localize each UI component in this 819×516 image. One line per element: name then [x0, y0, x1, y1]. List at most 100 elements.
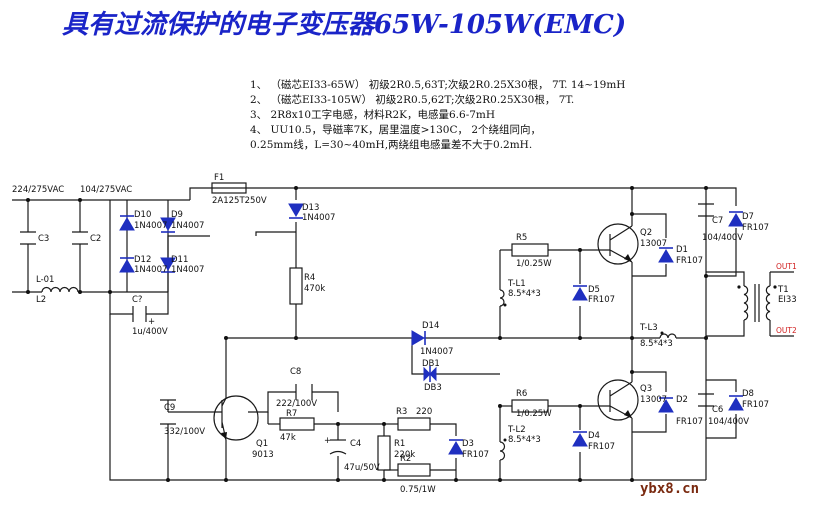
- label-d8: D8: [742, 389, 754, 399]
- label-d7: D7: [742, 212, 754, 222]
- label-l2: L2: [36, 295, 46, 305]
- capacitor-c7: [698, 203, 714, 217]
- label-db1: DB1: [422, 359, 440, 369]
- transformer-t1: [737, 284, 777, 322]
- label-plus-bulk: +: [148, 317, 155, 327]
- label-d3-value: FR107: [462, 450, 489, 460]
- label-r6-value: 1/0.25W: [516, 409, 552, 419]
- diode-d13: [288, 203, 304, 219]
- label-r3-value: 220: [416, 407, 432, 417]
- diode-d1: [658, 247, 674, 263]
- label-d12: D12: [134, 255, 151, 265]
- label-f1-value: 2A125T250V: [212, 196, 267, 206]
- label-c2: C2: [90, 234, 101, 244]
- label-c9-value: 332/100V: [164, 427, 205, 437]
- label-r7: R7: [286, 409, 297, 419]
- capacitor-c2: [72, 231, 88, 245]
- label-t1-value: EI33: [778, 295, 797, 305]
- label-d11-value: 1N4007: [171, 265, 204, 275]
- diode-d2: [658, 397, 674, 413]
- diode-d7: [728, 211, 744, 227]
- label-tl1-value: 8.5*4*3: [508, 289, 541, 299]
- capacitor-c4: [329, 439, 347, 455]
- label-d1-value: FR107: [676, 256, 703, 266]
- label-r3: R3: [396, 407, 407, 417]
- label-r5-value: 1/0.25W: [516, 259, 552, 269]
- label-c9: C9: [164, 403, 175, 413]
- label-d14-value: 1N4007: [420, 347, 453, 357]
- label-q1-value: 9013: [252, 450, 274, 460]
- label-t1: T1: [777, 285, 789, 295]
- wiring: [12, 187, 794, 481]
- watermark: ybx8.cn: [640, 481, 700, 497]
- note-line: 1、 （磁芯EI33-65W） 初级2R0.5,63T;次级2R0.25X30根…: [250, 79, 626, 91]
- label-r2-value: 0.75/1W: [400, 485, 436, 495]
- label-l01: L-01: [36, 275, 54, 285]
- output-2: OUT2: [776, 326, 797, 335]
- label-c3: C3: [38, 234, 49, 244]
- diode-d14: [411, 330, 426, 346]
- label-r1-value: 220k: [394, 450, 415, 460]
- label-c6: C6: [712, 405, 723, 415]
- note-line: 3、 2R8x10工字电感，材料R2K，电感量6.6-7mH: [250, 109, 496, 121]
- label-f1: F1: [214, 173, 224, 183]
- transistor-q2: [597, 223, 639, 265]
- diode-d5: [572, 285, 588, 301]
- label-d2-value: FR107: [676, 417, 703, 427]
- diode-d4: [572, 431, 588, 447]
- label-r1: R1: [394, 439, 405, 449]
- label-c7: C7: [712, 216, 723, 226]
- label-d10-value: 1N4007: [134, 221, 167, 231]
- label-d13-value: 1N4007: [302, 213, 335, 223]
- resistor-r7: [279, 417, 315, 431]
- capacitor-c6: [698, 393, 714, 407]
- diac-db1: [423, 366, 437, 382]
- label-c-bulk-value: 1u/400V: [132, 327, 168, 337]
- input-voltage-1: 224/275VAC: [12, 185, 64, 195]
- label-r4-value: 470k: [304, 284, 325, 294]
- label-d12-value: 1N4007: [134, 265, 167, 275]
- label-tl2-value: 8.5*4*3: [508, 435, 541, 445]
- label-d9-value: 1N4007: [171, 221, 204, 231]
- label-c4-value: 47u/50V: [344, 463, 380, 473]
- component-labels: 224/275VAC 104/275VAC C3 C2 L-01 L2 D10 …: [12, 173, 797, 495]
- label-c4: C4: [350, 439, 361, 449]
- label-c-bulk: C?: [132, 295, 142, 305]
- resistor-r3: [397, 417, 431, 431]
- label-d2: D2: [676, 395, 688, 405]
- label-d5: D5: [588, 285, 600, 295]
- inductor-tl2: [499, 438, 507, 461]
- label-r5: R5: [516, 233, 527, 243]
- capacitor-c8: [295, 384, 313, 400]
- note-line: 0.25mm线，L=30~40mH,两绕组电感量差不大于0.2mH.: [250, 139, 533, 151]
- label-q2: Q2: [640, 228, 652, 238]
- fuse-f1: [211, 182, 247, 194]
- label-r2: R2: [400, 454, 411, 464]
- label-d9: D9: [171, 210, 183, 220]
- note-line: 2、 （磁芯EI33-105W） 初级2R0.5,62T;次级2R0.25X30…: [250, 94, 575, 106]
- diode-d11: [160, 257, 176, 273]
- label-d10: D10: [134, 210, 151, 220]
- label-d8-value: FR107: [742, 400, 769, 410]
- label-d4: D4: [588, 431, 600, 441]
- label-c8-value: 222/100V: [276, 399, 317, 409]
- label-c8: C8: [290, 367, 301, 377]
- diode-d10: [119, 215, 135, 231]
- label-d4-value: FR107: [588, 442, 615, 452]
- resistor-r5: [511, 243, 549, 257]
- transistor-q3: [597, 379, 639, 421]
- label-c7-value: 104/400V: [702, 233, 743, 243]
- capacitor-c-bulk: [132, 306, 147, 322]
- label-c6-value: 104/400V: [708, 417, 749, 427]
- label-d11: D11: [171, 255, 188, 265]
- inductor-l01: [41, 286, 79, 293]
- inductor-tl1: [499, 289, 507, 307]
- label-r7-value: 47k: [280, 433, 296, 443]
- capacitor-c3: [20, 231, 36, 245]
- diode-d12: [119, 257, 135, 273]
- label-db3: DB3: [424, 383, 442, 393]
- diagram-title: 具有过流保护的电子变压器65W-105W(EMC): [62, 10, 627, 40]
- label-d5-value: FR107: [588, 295, 615, 305]
- label-tl3: T-L3: [639, 323, 658, 333]
